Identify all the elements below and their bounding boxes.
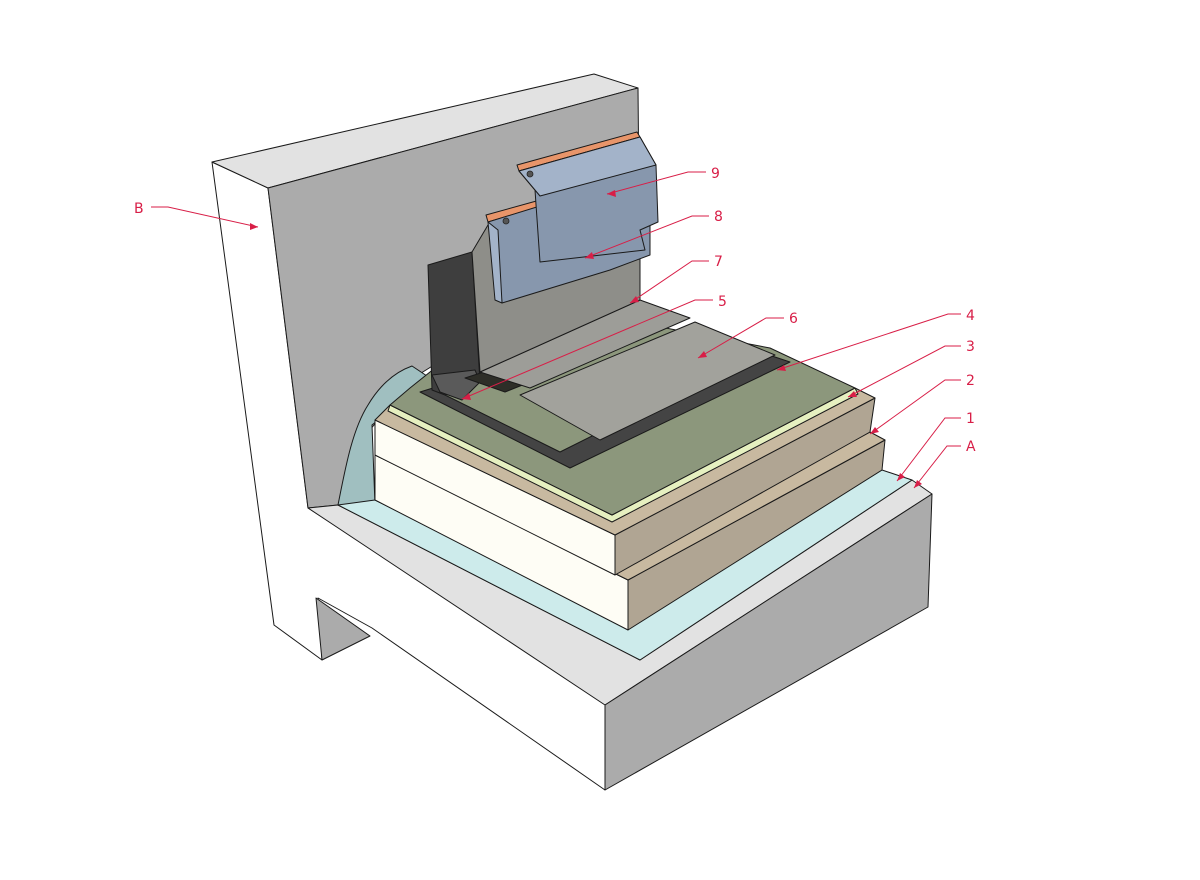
label-9: 9: [606, 166, 720, 197]
label-6: 6: [697, 311, 798, 359]
svg-text:2: 2: [966, 373, 975, 389]
label-3: 3: [847, 339, 975, 398]
lower-flashing-lip: [487, 221, 503, 304]
label-4: 4: [776, 308, 975, 371]
svg-text:3: 3: [966, 339, 975, 355]
label-8: 8: [584, 209, 723, 259]
upper-flashing-screw: [526, 170, 534, 178]
svg-text:5: 5: [718, 294, 727, 310]
layer-3-upper-insulation: [374, 387, 876, 576]
label-1: 1: [896, 411, 975, 482]
svg-text:4: 4: [966, 308, 975, 324]
slab-underside-notch: [315, 597, 371, 661]
lower-flashing-screw: [502, 217, 510, 225]
svg-text:6: 6: [789, 311, 798, 327]
label-5: 5: [461, 294, 727, 400]
label-A: A: [913, 439, 976, 489]
svg-text:B: B: [134, 201, 144, 217]
annotation-labels: B 9 8 7 5 6: [134, 166, 976, 489]
label-7: 7: [629, 254, 723, 304]
slab-right-face: [604, 493, 933, 791]
svg-text:8: 8: [714, 209, 723, 225]
svg-text:A: A: [966, 439, 976, 455]
label-B: B: [134, 201, 259, 230]
layer-9-upper-flashing: [516, 131, 659, 263]
label-2: 2: [869, 373, 975, 435]
upper-flashing-top-band: [518, 136, 657, 197]
svg-text:7: 7: [714, 254, 723, 270]
cap-sheet-flat-front: [519, 321, 776, 441]
svg-text:9: 9: [711, 166, 720, 182]
vapour-barrier-upturn: [337, 365, 431, 506]
svg-text:1: 1: [966, 411, 975, 427]
